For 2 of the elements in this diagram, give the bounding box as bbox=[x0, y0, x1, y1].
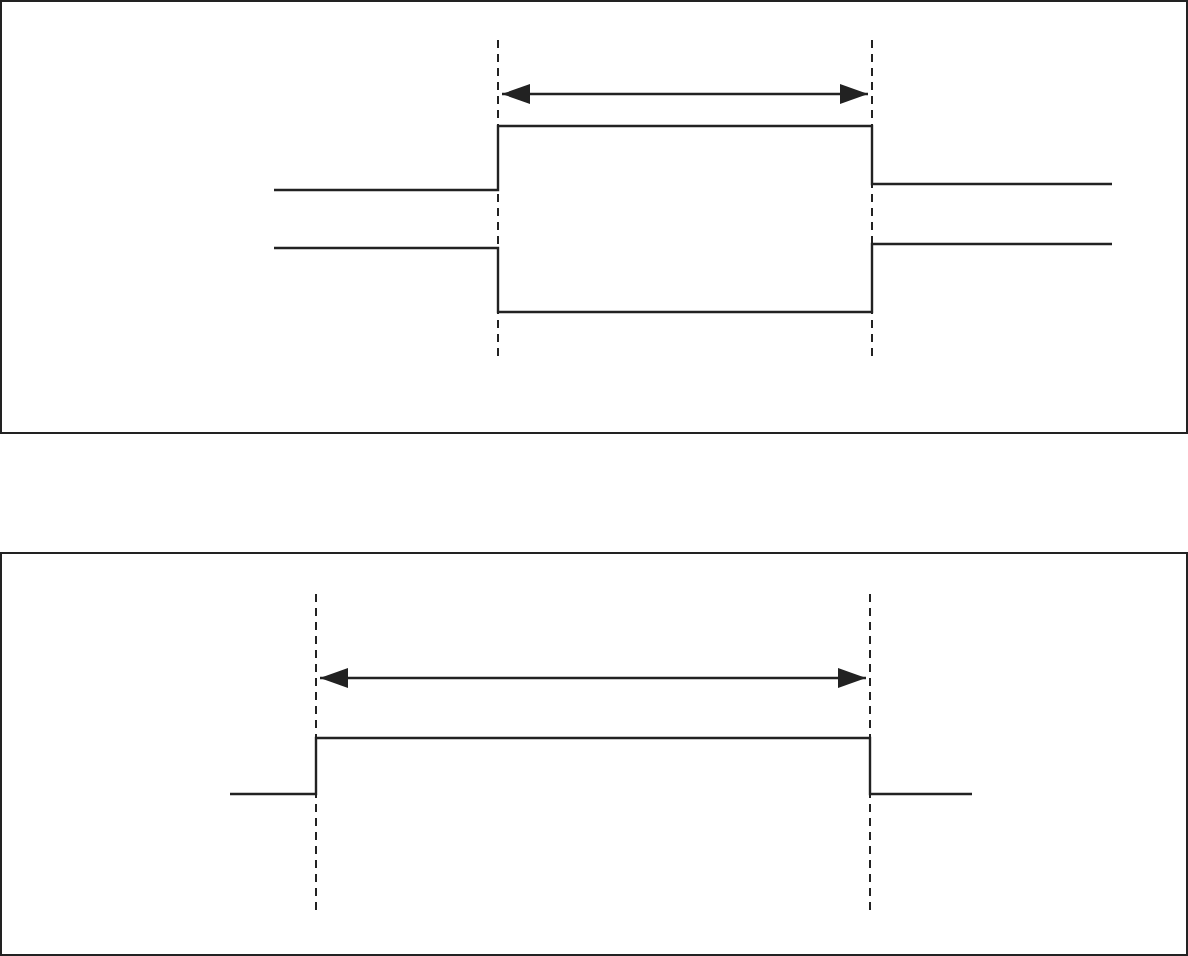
diagram-panel bbox=[0, 0, 1188, 434]
diagram-panel bbox=[0, 552, 1188, 956]
